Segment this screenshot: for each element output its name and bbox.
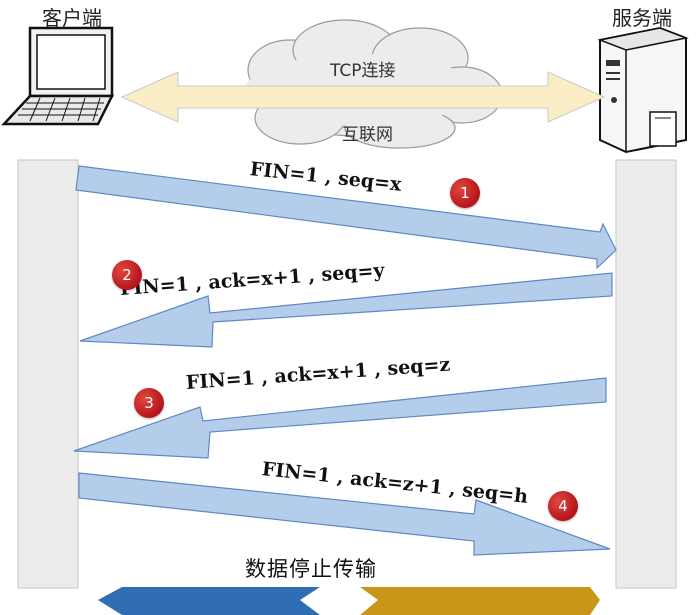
client-label: 客户端	[42, 6, 102, 30]
server-label: 服务端	[612, 6, 672, 30]
step-badge-4: 4	[548, 491, 578, 521]
tcp-connection-label: TCP连接	[330, 61, 396, 81]
step-badge-3: 3	[134, 388, 164, 418]
step-badge-1: 1	[450, 178, 480, 208]
server-lane	[615, 159, 677, 589]
message-arrow-2	[79, 272, 613, 348]
internet-label: 互联网	[342, 125, 393, 145]
message-arrow-1	[75, 165, 617, 270]
connection-double-arrow	[120, 71, 606, 123]
left-transfer-bar	[98, 587, 320, 615]
client-lane	[17, 159, 79, 589]
right-transfer-bar	[360, 587, 600, 615]
laptop-icon	[1, 26, 115, 126]
step-badge-2: 2	[112, 260, 142, 290]
message-arrow-4	[78, 472, 611, 556]
data-transfer-stopped-caption: 数据停止传输	[245, 557, 377, 581]
message-arrow-3	[73, 377, 607, 459]
server-icon	[597, 26, 689, 154]
